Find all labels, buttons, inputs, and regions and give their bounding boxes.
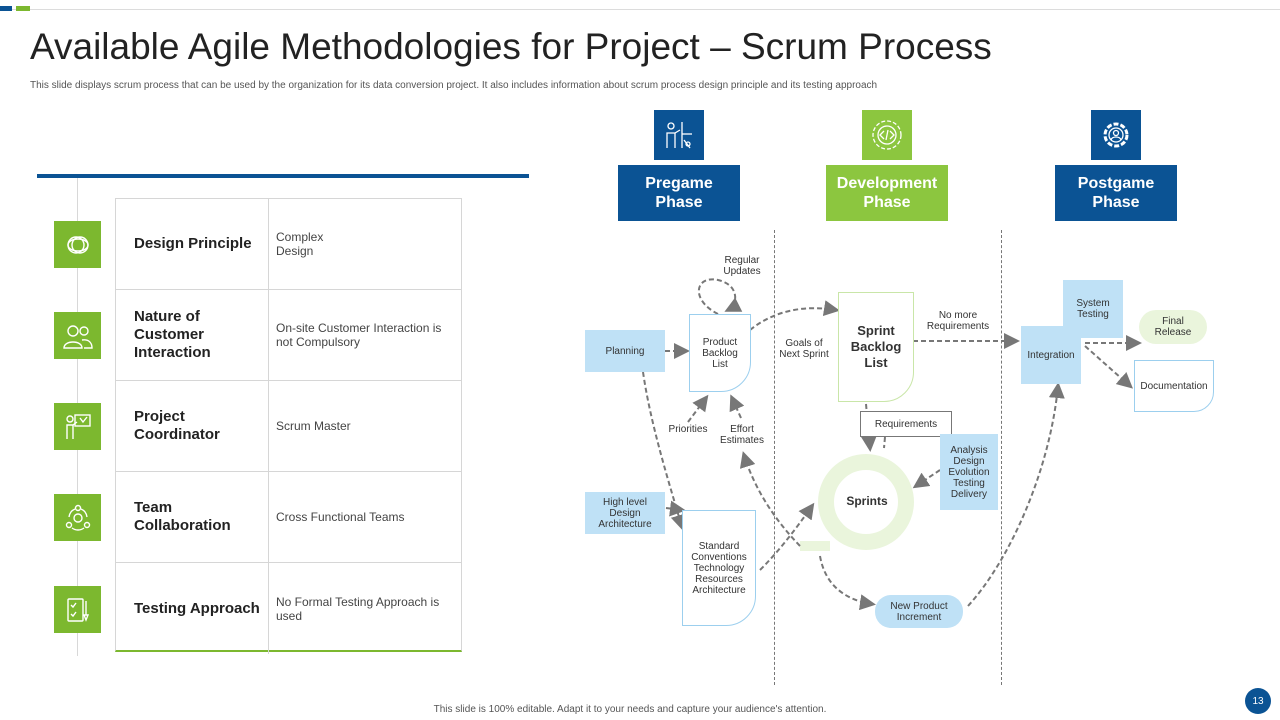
table-row: Design Principle Complex Design xyxy=(116,199,461,290)
no-more-requirements-label: No more Requirements xyxy=(926,310,990,332)
slide-subtitle: This slide displays scrum process that c… xyxy=(30,80,878,91)
slide-title: Available Agile Methodologies for Projec… xyxy=(30,26,992,67)
priorities-label: Priorities xyxy=(668,424,708,435)
checklist-icon xyxy=(54,586,101,633)
users-icon xyxy=(54,312,101,359)
new-product-increment-box: New Product Increment xyxy=(875,595,963,628)
row-value: No Formal Testing Approach is used xyxy=(276,594,440,623)
regular-updates-label: Regular Updates xyxy=(723,255,761,277)
presentation-person-icon xyxy=(654,110,704,160)
development-phase-box: Development Phase xyxy=(826,165,948,221)
methodology-table: Design Principle Complex Design Nature o… xyxy=(115,198,462,654)
gear-person-icon xyxy=(1091,110,1141,160)
sprints-label: Sprints xyxy=(846,494,888,508)
documentation-doc: Documentation xyxy=(1134,360,1214,412)
row-name: Team Collaboration xyxy=(116,472,269,562)
row-value: Cross Functional Teams xyxy=(276,510,405,524)
top-accent-blue xyxy=(0,6,12,11)
phase-divider-2 xyxy=(1001,230,1002,685)
team-network-icon xyxy=(54,494,101,541)
system-testing-box: System Testing xyxy=(1063,280,1123,338)
goals-next-sprint-label: Goals of Next Sprint xyxy=(779,338,829,360)
table-row: Testing Approach No Formal Testing Appro… xyxy=(116,563,461,654)
top-divider xyxy=(0,9,1280,10)
page-number-badge: 13 xyxy=(1245,688,1271,714)
planning-box: Planning xyxy=(585,330,665,372)
high-level-design-box: High level Design Architecture xyxy=(585,492,665,534)
requirements-box: Requirements xyxy=(860,411,952,437)
standard-conventions-doc: Standard Conventions Technology Resource… xyxy=(682,510,756,626)
row-name: Design Principle xyxy=(116,199,269,289)
code-gear-icon xyxy=(862,110,912,160)
rings-icon xyxy=(54,221,101,268)
table-row: Project Coordinator Scrum Master xyxy=(116,381,461,472)
product-backlog-doc: Product Backlog List xyxy=(689,314,751,392)
row-value: Complex Design xyxy=(276,230,324,258)
pregame-phase-box: Pregame Phase xyxy=(618,165,740,221)
analysis-box: Analysis Design Evolution Testing Delive… xyxy=(940,434,998,510)
sprint-backlog-doc: Sprint Backlog List xyxy=(838,292,914,402)
row-value: On-site Customer Interaction is not Comp… xyxy=(276,321,442,349)
slide-footer: This slide is 100% editable. Adapt it to… xyxy=(433,704,827,715)
row-name: Nature of Customer Interaction xyxy=(116,290,269,380)
postgame-phase-box: Postgame Phase xyxy=(1055,165,1177,221)
table-row: Nature of Customer Interaction On-site C… xyxy=(116,290,461,381)
phase-divider-1 xyxy=(774,230,775,685)
presenter-icon xyxy=(54,403,101,450)
row-value: Scrum Master xyxy=(276,419,351,433)
table-row: Team Collaboration Cross Functional Team… xyxy=(116,472,461,563)
final-release-box: Final Release xyxy=(1139,310,1207,344)
row-name: Testing Approach xyxy=(116,563,269,654)
row-name: Project Coordinator xyxy=(116,381,269,471)
effort-estimates-label: Effort Estimates xyxy=(720,424,764,446)
top-accent-green xyxy=(16,6,30,11)
table-header-bar xyxy=(37,174,529,178)
